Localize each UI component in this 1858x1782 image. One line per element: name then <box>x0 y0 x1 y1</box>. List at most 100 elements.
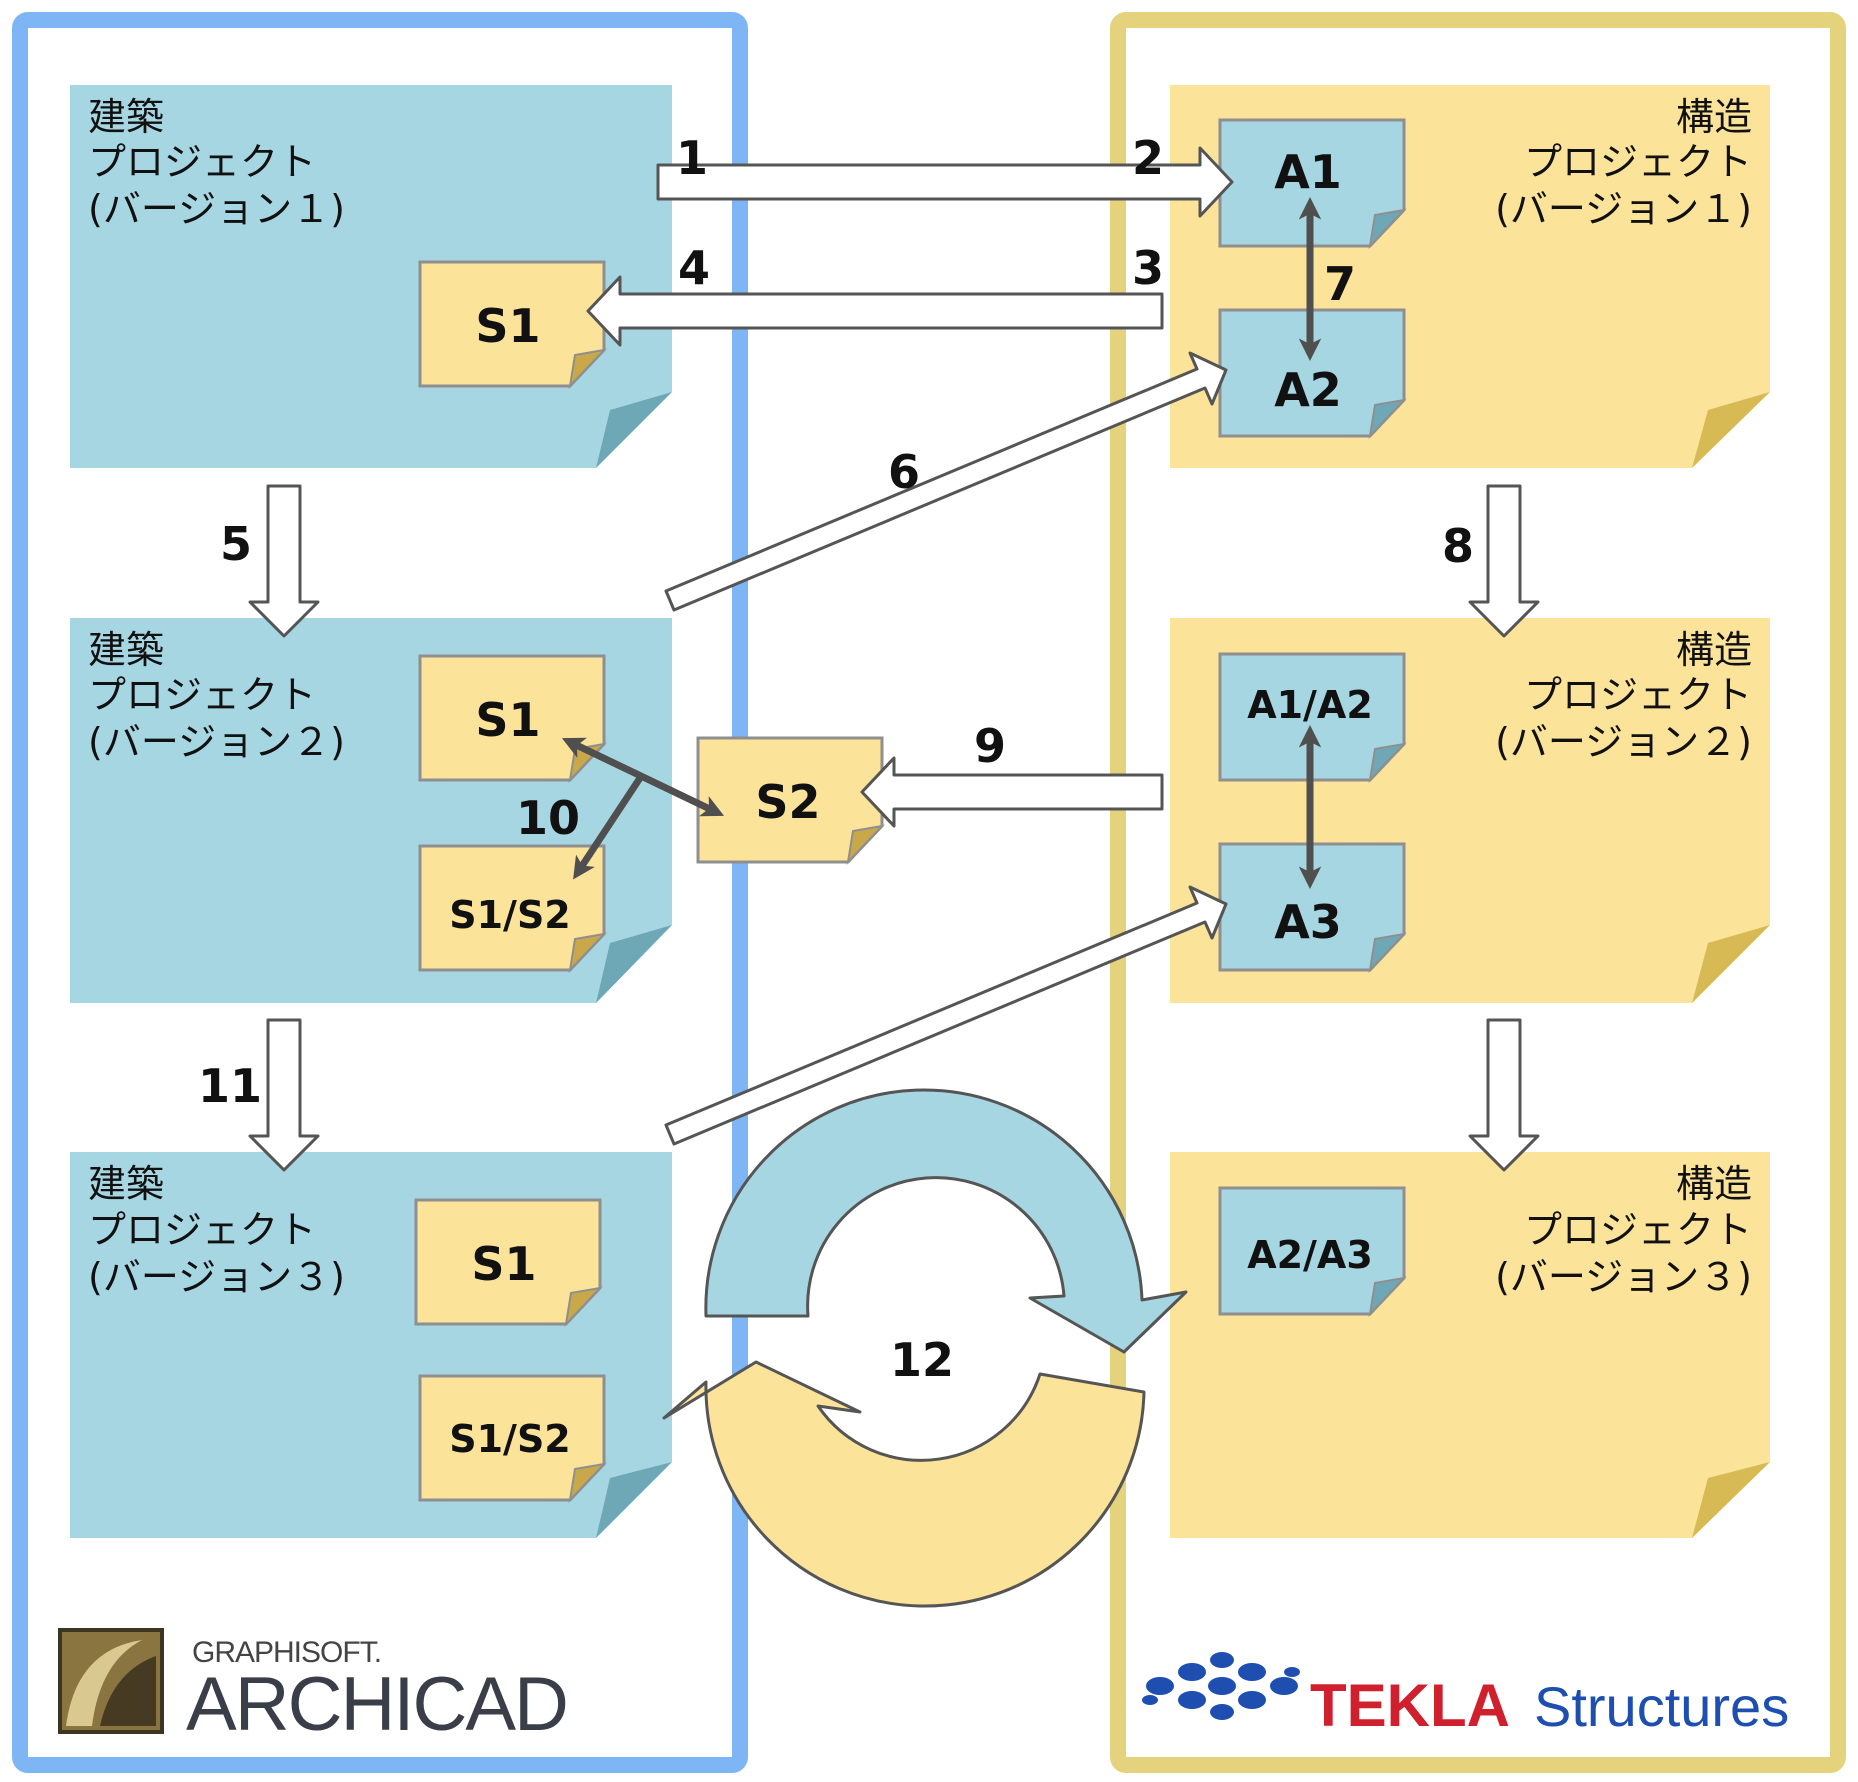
step-4: 4 <box>678 241 710 295</box>
note-label: A1 <box>1274 145 1342 199</box>
svg-text:プロジェクト: プロジェクト <box>88 1208 316 1252</box>
svg-text:9: 9 <box>974 719 1006 773</box>
arrow-update-a3 <box>664 885 1228 1146</box>
svg-text:ARCHICAD: ARCHICAD <box>186 1662 567 1747</box>
cycle-arrow-yellow <box>662 1360 1146 1608</box>
svg-text:建築: 建築 <box>88 628 164 672</box>
note-struct-v2-a1a2: A1/A2 <box>1218 652 1407 784</box>
tekla-frame <box>1110 12 1846 1773</box>
struct-v2-title-2: プロジェクト <box>1524 673 1752 717</box>
note-floating-s2: S2 <box>696 736 885 866</box>
svg-text:構造: 構造 <box>1676 95 1752 139</box>
svg-text:プロジェクト: プロジェクト <box>88 673 316 717</box>
struct-v3-title-2: プロジェクト <box>1524 1208 1752 1252</box>
svg-text:(バージョン２): (バージョン２) <box>88 720 345 764</box>
arch-v3-title-3: (バージョン３) <box>88 1255 345 1299</box>
archicad-frame <box>12 12 748 1773</box>
archicad-logo: GRAPHISOFT. ARCHICAD <box>58 1628 569 1747</box>
step-1: 1 <box>676 131 708 185</box>
svg-text:5: 5 <box>220 517 252 571</box>
structures-wordmark: Structures <box>1534 1675 1789 1738</box>
note-label: S1 <box>471 1237 536 1291</box>
arch-v1-title-1: 建築 <box>88 95 164 139</box>
arrow-arch-version-5 <box>248 484 320 638</box>
note-arch-v2-s1s2: S1/S2 <box>418 844 607 974</box>
svg-text:S1/S2: S1/S2 <box>449 1417 571 1461</box>
struct-v3-title-3: (バージョン３) <box>1495 1255 1752 1299</box>
svg-text:12: 12 <box>890 1333 954 1387</box>
svg-text:(バージョン１): (バージョン１) <box>1495 187 1752 231</box>
svg-text:A3: A3 <box>1274 895 1342 949</box>
note-struct-v2-a3: A3 <box>1218 842 1407 974</box>
note-struct-v1-a2: A2 <box>1218 308 1407 440</box>
svg-text:(バージョン３): (バージョン３) <box>1495 1255 1752 1299</box>
graphisoft-wordmark: GRAPHISOFT. <box>192 1636 381 1669</box>
arrow-merge-result <box>573 776 643 880</box>
svg-text:構造: 構造 <box>1676 1162 1752 1206</box>
arrow-arch-version-11 <box>248 1018 320 1172</box>
svg-text:建築: 建築 <box>88 95 164 139</box>
note-label: S1/S2 <box>449 1417 571 1461</box>
svg-text:建築: 建築 <box>88 1162 164 1206</box>
svg-text:4: 4 <box>678 241 710 295</box>
arch-v2-title-1: 建築 <box>88 628 164 672</box>
step-6: 6 <box>888 445 920 499</box>
step-3: 3 <box>1132 241 1164 295</box>
note-label: S1/S2 <box>449 893 571 937</box>
note-arch-v2-s1: S1 <box>418 654 607 784</box>
svg-text:Structures: Structures <box>1534 1675 1789 1738</box>
arrow-struct-version-8 <box>1468 484 1540 638</box>
note-label: S2 <box>755 775 820 829</box>
step-10: 10 <box>516 791 580 845</box>
note-label: A2/A3 <box>1247 1233 1373 1277</box>
svg-text:8: 8 <box>1442 519 1474 573</box>
struct-v3-title-1: 構造 <box>1676 1162 1752 1206</box>
svg-text:A2/A3: A2/A3 <box>1247 1233 1373 1277</box>
note-label: A2 <box>1274 363 1342 417</box>
arch-v1-title-3: (バージョン１) <box>88 187 345 231</box>
svg-text:構造: 構造 <box>1676 628 1752 672</box>
svg-text:プロジェクト: プロジェクト <box>88 140 316 184</box>
note-struct-v3-a2a3: A2/A3 <box>1218 1186 1407 1318</box>
tekla-logo-icon <box>1142 1652 1300 1720</box>
note-arch-v3-s1s2: S1/S2 <box>418 1374 607 1504</box>
note-struct-v1-a1: A1 <box>1218 118 1407 250</box>
svg-text:(バージョン３): (バージョン３) <box>88 1255 345 1299</box>
svg-text:3: 3 <box>1132 241 1164 295</box>
arrow-export-s2-9 <box>860 756 1164 828</box>
arch-v1-title-2: プロジェクト <box>88 140 316 184</box>
svg-text:7: 7 <box>1324 257 1356 311</box>
svg-text:S1: S1 <box>471 1237 536 1291</box>
svg-text:S1/S2: S1/S2 <box>449 893 571 937</box>
note-label: S1 <box>475 693 540 747</box>
svg-text:プロジェクト: プロジェクト <box>1524 140 1752 184</box>
arch-v3-title-2: プロジェクト <box>88 1208 316 1252</box>
note-label: A3 <box>1274 895 1342 949</box>
step-2: 2 <box>1132 131 1164 185</box>
note-arch-v1-s1: S1 <box>418 260 607 390</box>
tekla-wordmark: TEKLA <box>1310 1672 1510 1739</box>
arrow-export-1 <box>656 146 1234 218</box>
svg-text:(バージョン１): (バージョン１) <box>88 187 345 231</box>
arrow-merge-s1-s2 <box>561 737 725 817</box>
arrow-struct-version-3 <box>1468 1018 1540 1172</box>
arch-v2-title-3: (バージョン２) <box>88 720 345 764</box>
struct-v1-title-1: 構造 <box>1676 95 1752 139</box>
svg-text:A1/A2: A1/A2 <box>1247 683 1373 727</box>
svg-text:A1: A1 <box>1274 145 1342 199</box>
arch-v2-title-2: プロジェクト <box>88 673 316 717</box>
svg-text:1: 1 <box>676 131 708 185</box>
svg-text:プロジェクト: プロジェクト <box>1524 1208 1752 1252</box>
svg-text:プロジェクト: プロジェクト <box>1524 673 1752 717</box>
svg-text:10: 10 <box>516 791 580 845</box>
step-8: 8 <box>1442 519 1474 573</box>
note-arch-v3-s1: S1 <box>414 1198 603 1328</box>
step-12: 12 <box>890 1333 954 1387</box>
svg-text:A2: A2 <box>1274 363 1342 417</box>
struct-v2-title-3: (バージョン２) <box>1495 720 1752 764</box>
svg-text:TEKLA: TEKLA <box>1310 1672 1510 1739</box>
svg-text:S2: S2 <box>755 775 820 829</box>
step-5: 5 <box>220 517 252 571</box>
svg-text:GRAPHISOFT.: GRAPHISOFT. <box>192 1636 381 1669</box>
struct-v1-title-2: プロジェクト <box>1524 140 1752 184</box>
